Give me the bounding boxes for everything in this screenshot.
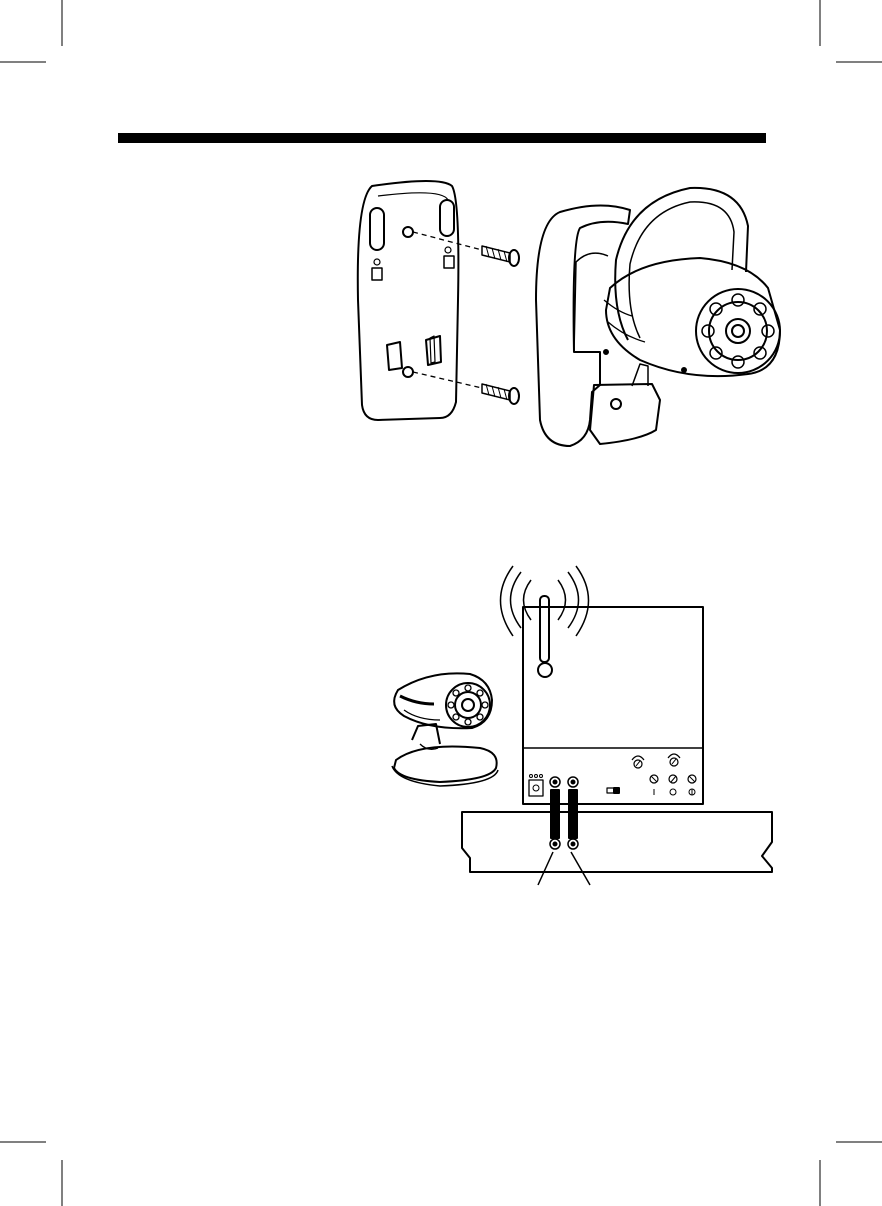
connection-figure [392, 566, 772, 885]
tv-set [462, 812, 772, 872]
mounting-plate [358, 181, 459, 420]
leader-lines [538, 852, 590, 885]
wall-mount-figure [358, 181, 780, 446]
header-rule [118, 133, 766, 143]
screw-top [482, 246, 519, 266]
camera-on-stand [536, 188, 780, 446]
screw-bottom [482, 384, 519, 404]
av-cables [551, 790, 577, 838]
receiver-with-antenna [501, 566, 704, 804]
camera-on-stand-small [392, 673, 498, 786]
